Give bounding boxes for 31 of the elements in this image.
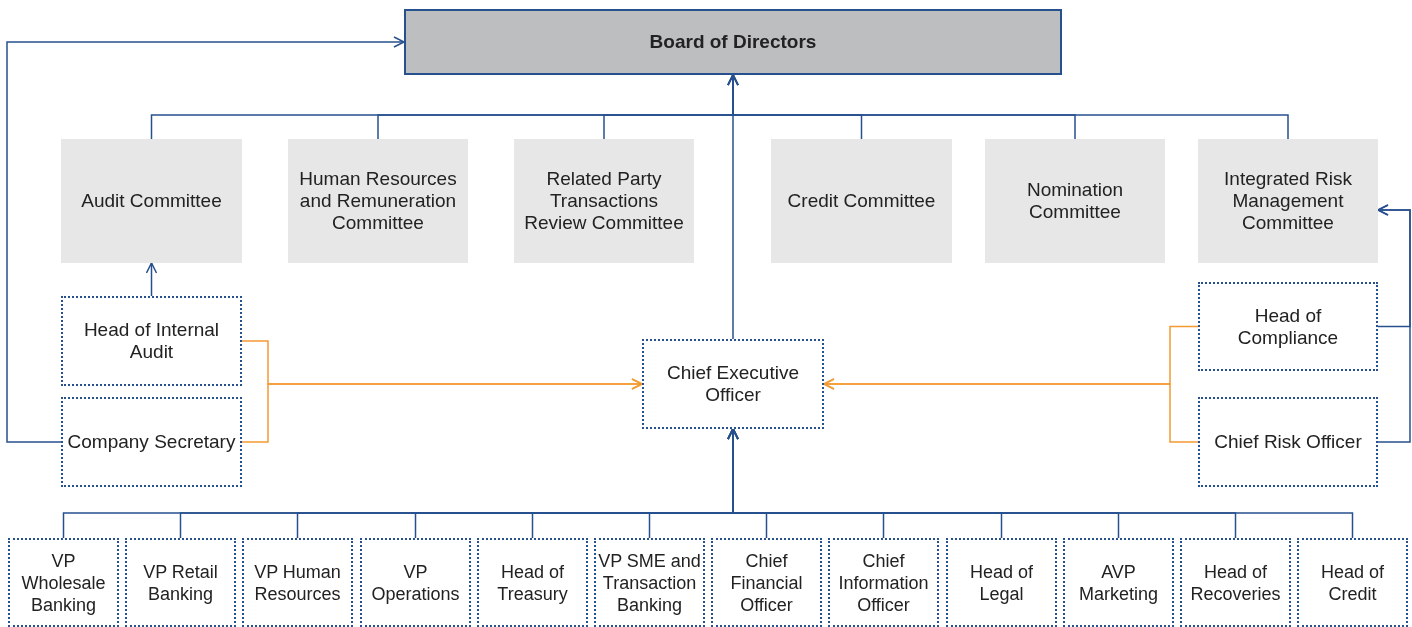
- connector-arrow: [727, 428, 1354, 539]
- connector-arrow: [241, 378, 643, 443]
- committee-box: Nomination Committee: [985, 139, 1165, 263]
- position-box: Chief Information Officer: [828, 538, 939, 627]
- committee-box: Audit Committee: [61, 139, 242, 263]
- position-box: VP Wholesale Banking: [8, 538, 119, 627]
- position-box: VP Human Resources: [242, 538, 353, 627]
- position-box: Head of Internal Audit: [61, 296, 242, 386]
- position-box: VP SME and Transaction Banking: [594, 538, 705, 627]
- position-box: Head of Credit: [1297, 538, 1408, 627]
- position-box: Head of Legal: [946, 538, 1057, 627]
- committee-box: Human Resources and Remuneration Committee: [288, 139, 468, 263]
- position-box: Head of Compliance: [1198, 282, 1378, 371]
- committee-box: Integrated Risk Management Committee: [1198, 139, 1378, 263]
- connector-arrow: [145, 262, 158, 297]
- board-box: Board of Directors: [404, 9, 1062, 75]
- connector-arrow: [823, 378, 1199, 443]
- committee-box: Related Party Transactions Review Committee: [514, 139, 694, 263]
- position-box: Chief Risk Officer: [1198, 397, 1378, 487]
- committee-box: Credit Committee: [771, 139, 952, 263]
- position-box: VP Operations: [360, 538, 471, 627]
- position-box: Company Secretary: [61, 397, 242, 487]
- position-box: Chief Financial Officer: [711, 538, 822, 627]
- position-box: AVP Marketing: [1063, 538, 1174, 627]
- position-box: VP Retail Banking: [125, 538, 236, 627]
- position-box: Head of Treasury: [477, 538, 588, 627]
- position-box: Chief Executive Officer: [642, 339, 824, 429]
- connector-arrow: [1377, 204, 1411, 443]
- connector-arrow: [6, 36, 405, 443]
- position-box: Head of Recoveries: [1180, 538, 1291, 627]
- connector-arrow: [727, 74, 739, 340]
